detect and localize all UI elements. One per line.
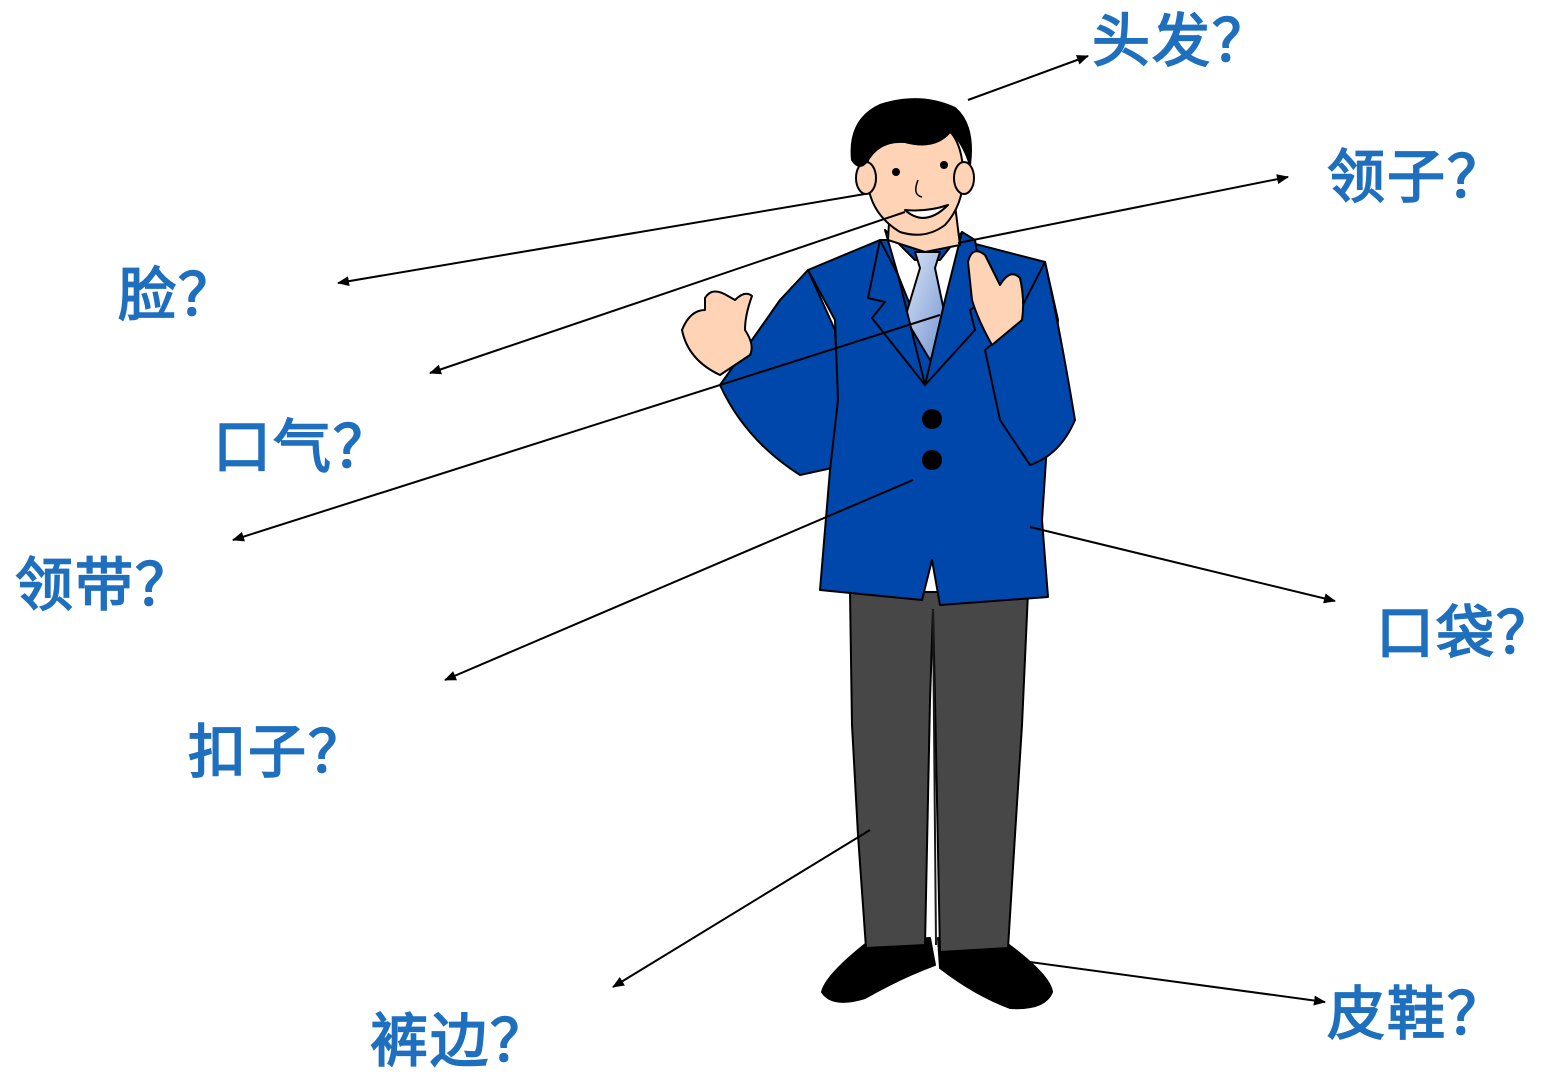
pointer-arrows <box>232 55 1336 1006</box>
label-tie: 领带？ <box>15 551 196 619</box>
left-shoe <box>821 937 936 1003</box>
arrow-breath <box>429 211 906 375</box>
arrow-pocket <box>1029 526 1336 604</box>
arrow-tie <box>232 314 941 542</box>
jacket-button-lower <box>922 450 942 470</box>
label-collar: 领子？ <box>1327 143 1508 211</box>
arrow-shoes <box>1014 959 1326 1006</box>
label-pocket: 口袋？ <box>1376 599 1547 667</box>
label-breath: 口气？ <box>213 413 394 481</box>
left-lapel <box>867 239 926 386</box>
mouth <box>904 204 949 219</box>
arrow-hair <box>967 55 1089 101</box>
nose <box>915 179 923 198</box>
label-hair: 头发？ <box>1092 7 1273 75</box>
label-shoes: 皮鞋？ <box>1327 980 1508 1048</box>
left-eye <box>892 168 900 176</box>
right-shoe <box>937 937 1053 1010</box>
arrow-face <box>337 193 866 287</box>
right-hand <box>967 250 1025 346</box>
label-face: 脸？ <box>118 261 239 329</box>
businessman-figure <box>681 98 1076 1010</box>
hair <box>850 98 972 167</box>
arrow-collar <box>957 174 1289 244</box>
arrow-buttons <box>444 479 914 681</box>
right-ear <box>953 161 975 195</box>
trousers <box>849 591 1029 953</box>
right-eye <box>940 161 948 169</box>
label-buttons: 扣子？ <box>188 718 369 786</box>
right-sleeve <box>984 261 1076 466</box>
left-hand <box>681 290 753 376</box>
label-pant-hem: 裤边？ <box>370 1007 551 1075</box>
jacket-button-upper <box>922 409 942 429</box>
arrow-pant-hem <box>612 829 871 988</box>
